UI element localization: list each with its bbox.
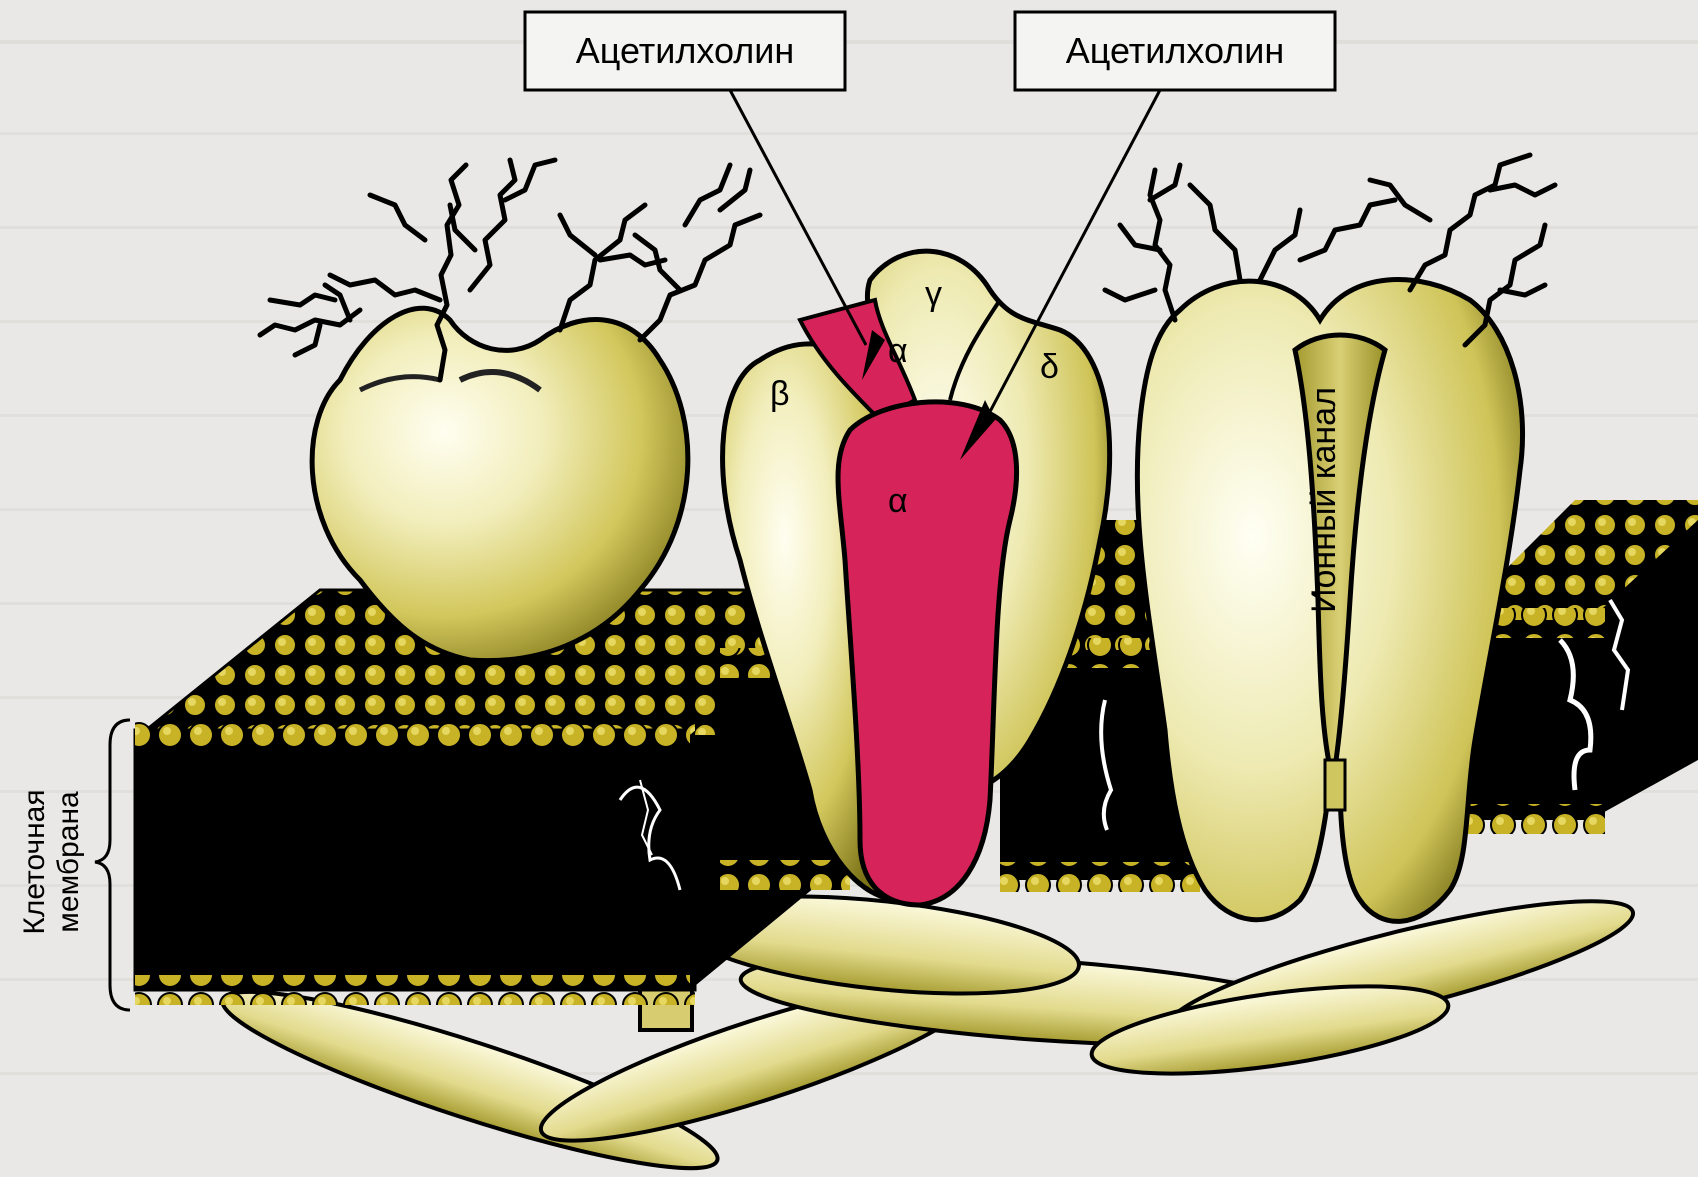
label-ach-left-box: Ацетилхолин <box>525 12 845 90</box>
label-delta: δ <box>1040 348 1059 386</box>
label-ach-right-box: Ацетилхолин <box>1015 12 1335 90</box>
label-ach-left: Ацетилхолин <box>576 30 794 71</box>
label-ach-right: Ацетилхолин <box>1066 30 1284 71</box>
label-alpha-bottom: α <box>888 482 908 520</box>
label-membrane-line2: мембрана <box>52 791 85 933</box>
label-alpha-top: α <box>888 332 908 370</box>
label-membrane-line1: Клеточная <box>18 789 51 934</box>
label-gamma: γ <box>925 275 942 313</box>
label-beta: β <box>770 375 790 413</box>
label-ion-channel: Ионный канал <box>1305 387 1343 613</box>
